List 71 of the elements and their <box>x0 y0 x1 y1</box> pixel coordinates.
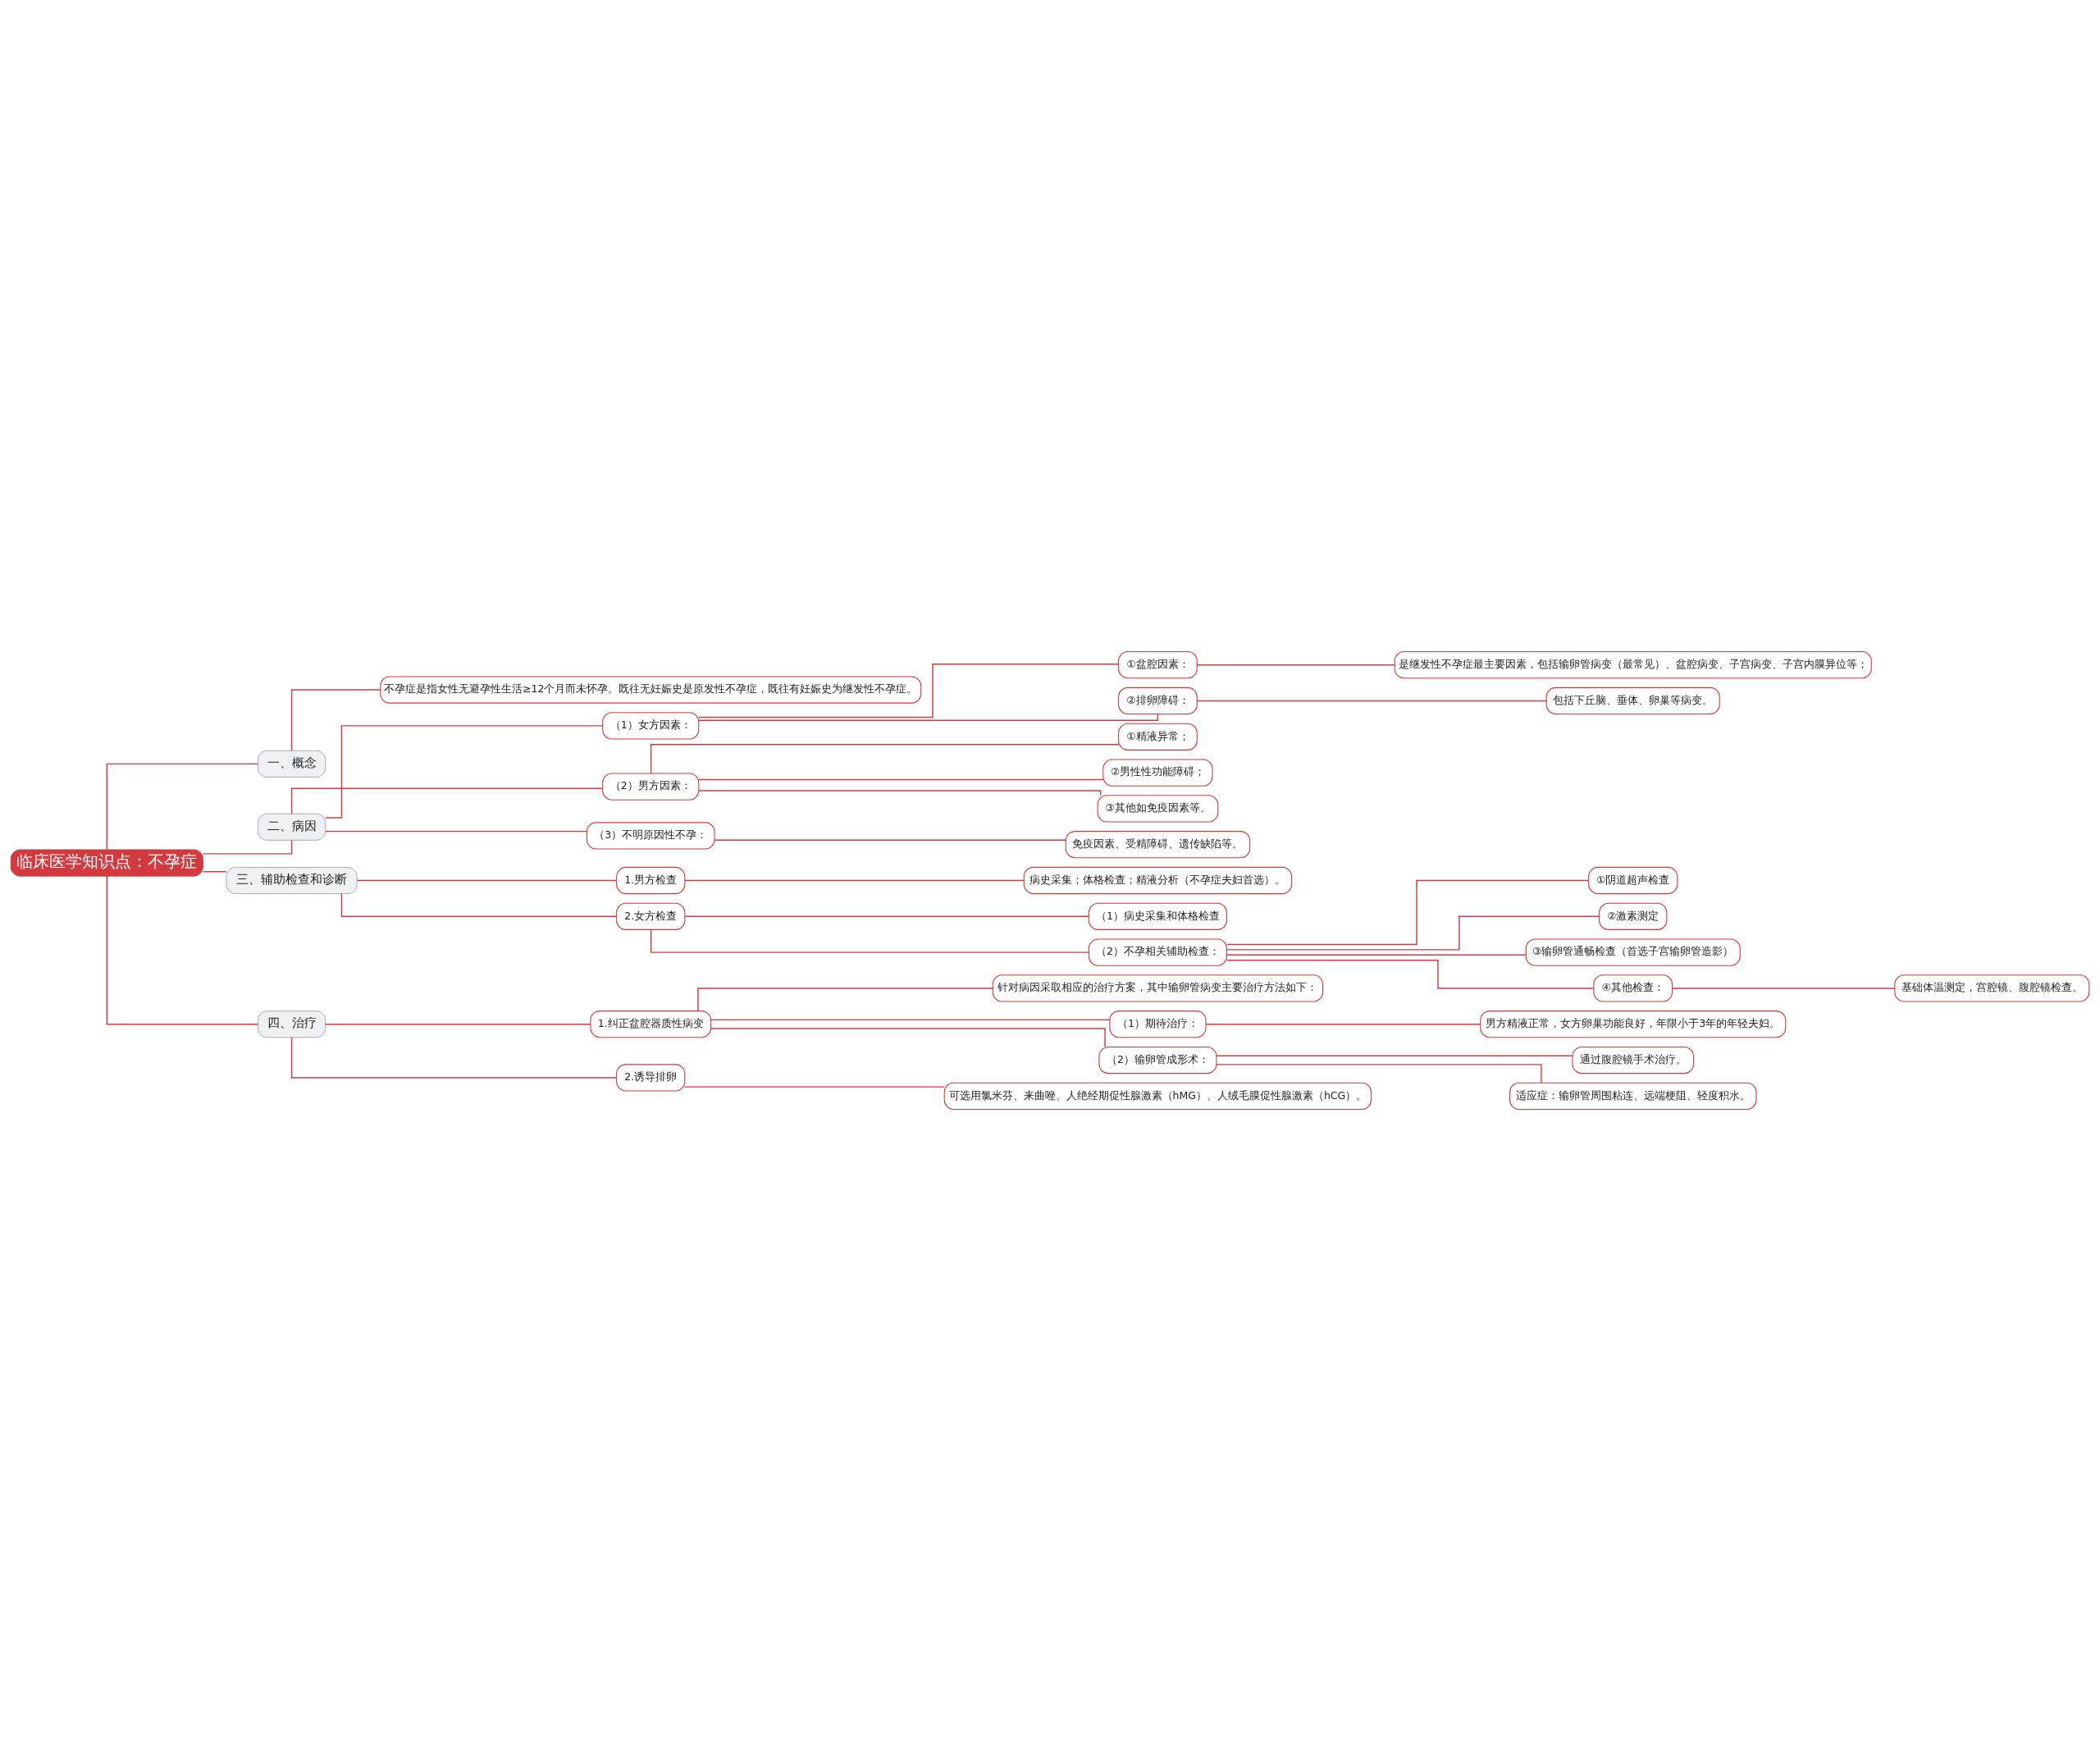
node-box: ①盆腔因素： <box>1118 651 1198 679</box>
connector <box>356 879 618 882</box>
connector <box>684 879 1025 882</box>
node-box: 免疫因素、受精障碍、遗传缺陷等。 <box>1065 831 1251 859</box>
node-box: 三、辅助检查和诊断 <box>226 866 358 895</box>
connector <box>650 928 1089 953</box>
connector <box>340 893 618 918</box>
node-box: （2）男方因素： <box>602 773 700 801</box>
node-box: 1.纠正盆腔器质性病变 <box>590 1011 712 1038</box>
node-box: ②男性性功能障碍； <box>1102 759 1213 787</box>
connector <box>698 714 1159 722</box>
node-box: ②激素测定 <box>1599 902 1668 930</box>
connector <box>1226 954 1527 956</box>
node-box: 病史采集；体格检查；精液分析（不孕症夫妇首选）。 <box>1023 866 1293 895</box>
node-box: （1）期待治疗： <box>1109 1011 1207 1038</box>
node-box: 2.诱导排卵 <box>616 1064 686 1092</box>
connector <box>1226 915 1600 951</box>
node-box: 通过腹腔镜手术治疗。 <box>1572 1046 1694 1074</box>
connector <box>710 1028 1106 1047</box>
node-box: ①阴道超声检查 <box>1588 866 1678 895</box>
node-box: 四、治疗 <box>258 1011 326 1038</box>
node-box: ③其他如免疫因素等。 <box>1097 795 1219 823</box>
node-box: 临床医学知识点：不孕症 <box>10 849 203 877</box>
connector <box>1226 960 1595 989</box>
connector <box>290 689 381 751</box>
node-box: 可选用氯米芬、来曲唑、人绝经期促性腺激素（hMG）、人绒毛膜促性腺激素（hCG）。 <box>943 1082 1372 1110</box>
node-box: （2）输卵管成形术： <box>1098 1046 1217 1074</box>
connector <box>1205 1024 1481 1025</box>
node-box: 1.男方检查 <box>616 866 686 895</box>
node-box: 是继发性不孕症最主要因素，包括输卵管病变（最常见）、盆腔病变、子宫病变、子宫内膜异位等； <box>1394 651 1872 679</box>
connector <box>290 1037 617 1079</box>
connector <box>1226 879 1590 946</box>
node-box: 不孕症是指女性无避孕性生活≥12个月而未怀孕。既往无妊娠史是原发性不孕症，既往有妊娠史为继发性不孕症。 <box>380 676 922 704</box>
node-box: 男方精液正常，女方卵巢功能良好，年限小于3年的年轻夫妇。 <box>1480 1011 1787 1038</box>
node-box: ②排卵障碍： <box>1118 687 1198 715</box>
node-box: 包括下丘脑、垂体、卵巢等病变。 <box>1545 687 1720 715</box>
node-box: 针对病因采取相应的治疗方案，其中输卵管病变主要治疗方法如下： <box>992 974 1324 1002</box>
node-box: 基础体温测定，宫腔镜、腹腔镜检查。 <box>1894 974 2090 1002</box>
connector <box>1216 1064 1542 1084</box>
connector <box>202 871 227 873</box>
node-box: ①精液异常； <box>1118 723 1198 750</box>
connector <box>325 1024 591 1025</box>
node-box: （1）病史采集和体格检查 <box>1088 902 1227 930</box>
connector <box>1196 700 1547 702</box>
node-box: 2.女方检查 <box>616 902 686 930</box>
connector <box>1672 988 1896 989</box>
connector <box>698 664 1119 719</box>
connector <box>684 915 1089 918</box>
connector <box>714 839 1066 842</box>
node-box: ④其他检查： <box>1593 974 1673 1002</box>
node-box: （3）不明原因性不孕： <box>586 822 715 850</box>
connector <box>710 1019 1111 1021</box>
connector <box>202 839 293 855</box>
node-box: ③输卵管通畅检查（首选子宫输卵管造影） <box>1525 938 1741 966</box>
node-box: （2）不孕相关辅助检查： <box>1088 938 1227 966</box>
connector <box>698 790 1102 796</box>
connector <box>290 787 604 814</box>
connector <box>106 763 258 851</box>
connector <box>106 875 258 1025</box>
connector <box>325 725 604 819</box>
connector <box>684 1086 945 1088</box>
connector <box>1216 1055 1573 1056</box>
connector <box>1196 664 1395 666</box>
node-box: 一、概念 <box>258 750 326 778</box>
node-box: 适应症：输卵管周围粘连、远端梗阻、轻度积水。 <box>1509 1082 1757 1110</box>
connector <box>697 988 993 1012</box>
connector <box>698 778 1104 781</box>
connector <box>650 743 1120 774</box>
connector <box>325 830 587 833</box>
node-box: 二、病因 <box>258 813 326 841</box>
node-box: （1）女方因素： <box>602 712 700 740</box>
